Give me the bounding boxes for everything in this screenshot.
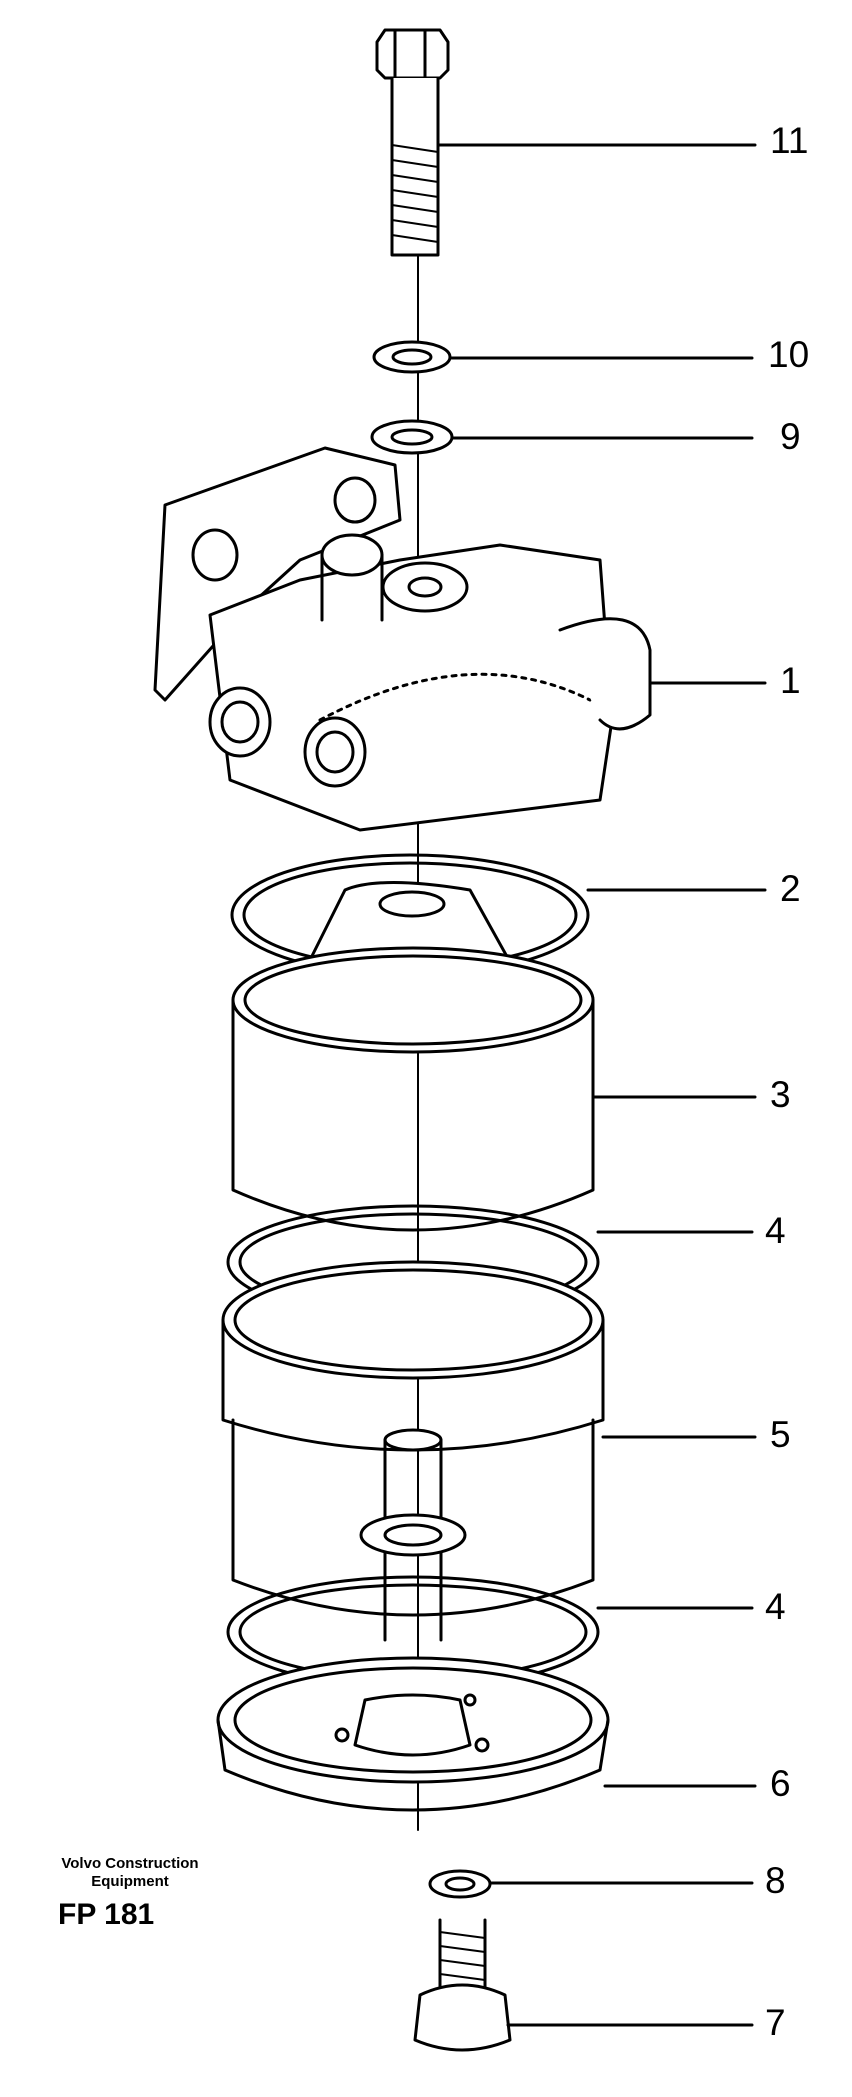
part-11-bolt bbox=[375, 28, 450, 257]
brand-caption: Volvo Construction Equipment bbox=[40, 1855, 220, 1891]
part-number-7: 7 bbox=[765, 2002, 786, 2043]
brand-line-1: Volvo Construction bbox=[61, 1855, 199, 1872]
part-5-bowl bbox=[221, 1260, 605, 1642]
leader-lines bbox=[436, 143, 767, 2027]
part-1-filter-head bbox=[153, 446, 652, 832]
part-7-drain-plug bbox=[413, 1918, 512, 2052]
part-8-washer bbox=[428, 1869, 492, 1899]
brand-line-2: Equipment bbox=[91, 1873, 169, 1890]
part-number-4-lower: 4 bbox=[765, 1586, 786, 1627]
part-number-8: 8 bbox=[765, 1860, 786, 1901]
part-10-washer bbox=[372, 340, 452, 374]
part-number-2: 2 bbox=[780, 868, 801, 909]
figure-code: FP 181 bbox=[58, 1898, 155, 1931]
part-3-filter-element bbox=[231, 881, 595, 1232]
part-number-1: 1 bbox=[780, 660, 801, 701]
part-number-11: 11 bbox=[770, 120, 809, 161]
part-6-base bbox=[216, 1656, 610, 1812]
part-number-10: 10 bbox=[768, 334, 810, 375]
part-number-4-upper: 4 bbox=[765, 1210, 786, 1251]
part-number-9: 9 bbox=[780, 416, 801, 457]
part-number-3: 3 bbox=[770, 1074, 791, 1115]
part-9-washer bbox=[370, 419, 454, 455]
part-number-6: 6 bbox=[770, 1763, 791, 1804]
part-number-5: 5 bbox=[770, 1414, 791, 1455]
